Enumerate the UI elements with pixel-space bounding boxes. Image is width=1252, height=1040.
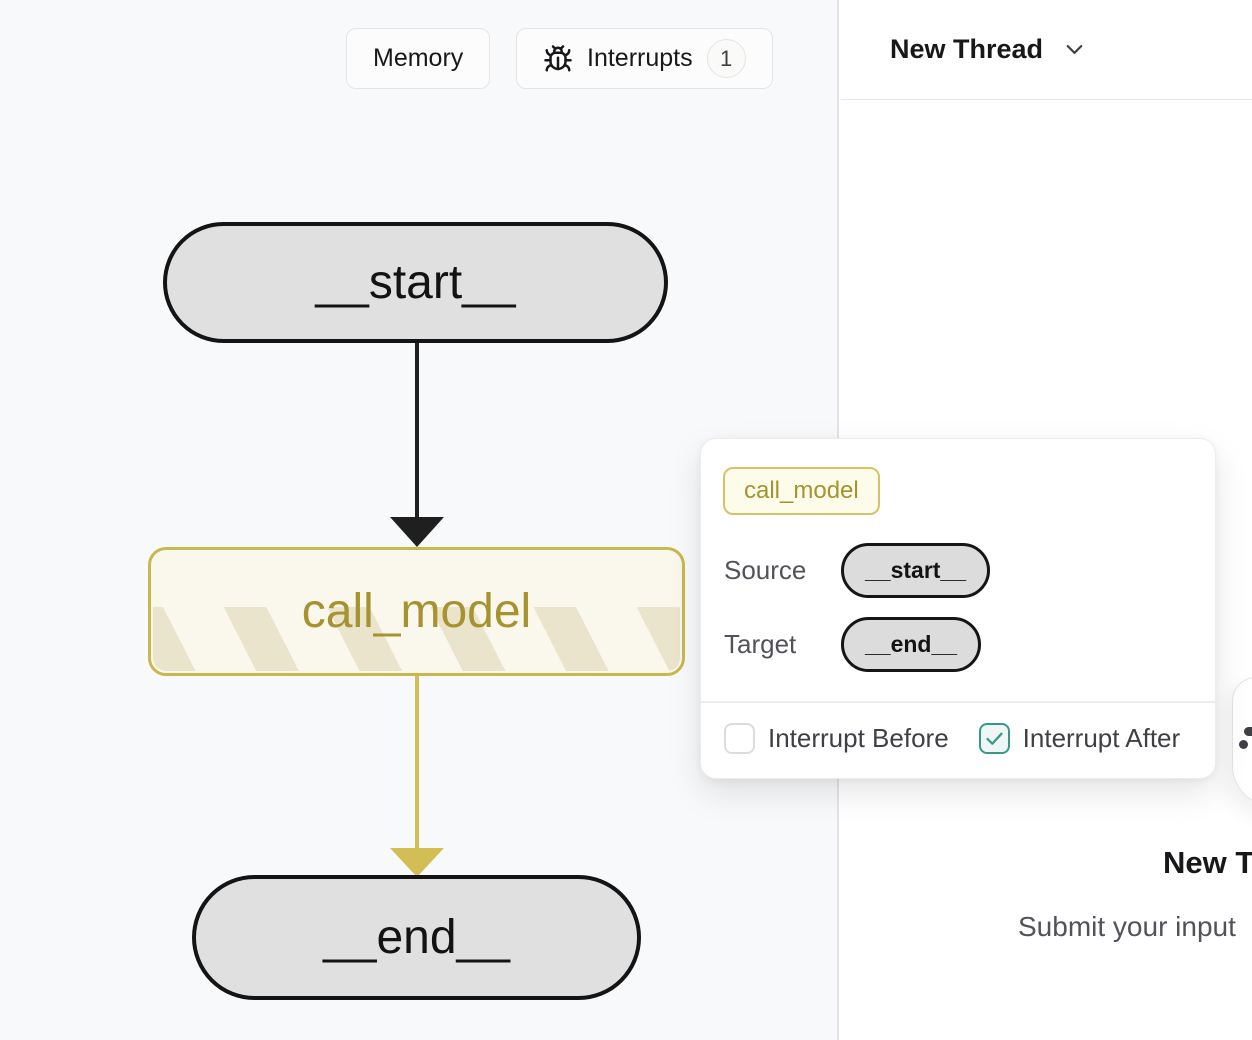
- target-value-pill[interactable]: __end__: [841, 617, 982, 672]
- interrupt-options-row: Interrupt Before Interrupt After: [724, 723, 1180, 754]
- graph-node-call-model[interactable]: call_model: [148, 547, 685, 676]
- source-label: Source: [724, 555, 807, 585]
- interrupts-button-label: Interrupts: [587, 44, 693, 72]
- memory-button-label: Memory: [373, 44, 464, 72]
- memory-button[interactable]: Memory: [346, 28, 491, 89]
- empty-thread-subtitle: Submit your input: [1018, 911, 1236, 942]
- edge-start-to-call-model: [415, 343, 419, 517]
- thread-title-label: New Thread: [890, 34, 1044, 64]
- source-row: Source __start__: [724, 543, 991, 598]
- edge-start-arrowhead-icon: [390, 517, 444, 547]
- edge-end-arrowhead-icon: [390, 848, 444, 877]
- interrupt-before-label: Interrupt Before: [768, 723, 949, 753]
- branch-icon: [1239, 727, 1252, 755]
- node-name-chip[interactable]: call_model: [723, 467, 880, 515]
- interrupt-before-checkbox[interactable]: [724, 723, 755, 754]
- thread-header: New Thread: [841, 0, 1252, 100]
- target-label: Target: [724, 629, 797, 659]
- thread-selector[interactable]: New Thread: [890, 34, 1088, 65]
- node-start-label: __start__: [315, 256, 516, 309]
- interrupt-after-label: Interrupt After: [1022, 723, 1181, 753]
- interrupts-count-badge: 1: [706, 39, 746, 78]
- node-end-label: __end__: [323, 911, 510, 964]
- target-row: Target __end__: [724, 617, 982, 672]
- source-value-pill[interactable]: __start__: [841, 543, 991, 598]
- interrupt-after-checkbox[interactable]: [978, 723, 1010, 754]
- interrupts-button[interactable]: Interrupts 1: [516, 28, 773, 89]
- interrupt-stripes-decoration: [153, 607, 680, 671]
- chevron-down-icon: [1061, 36, 1088, 63]
- input-actions-card[interactable]: [1232, 677, 1252, 806]
- empty-thread-title: New Thread: [1163, 845, 1252, 880]
- graph-node-end[interactable]: __end__: [192, 875, 641, 1000]
- graph-node-start[interactable]: __start__: [163, 222, 668, 343]
- node-details-popover: call_model Source __start__ Target __end…: [700, 438, 1216, 779]
- node-call-model-label: call_model: [301, 585, 532, 638]
- bug-icon: [543, 44, 573, 74]
- graph-canvas[interactable]: Memory Interrupts 1 __start__: [0, 0, 839, 1040]
- popover-divider: [701, 701, 1215, 703]
- edge-call-model-to-end: [415, 676, 419, 848]
